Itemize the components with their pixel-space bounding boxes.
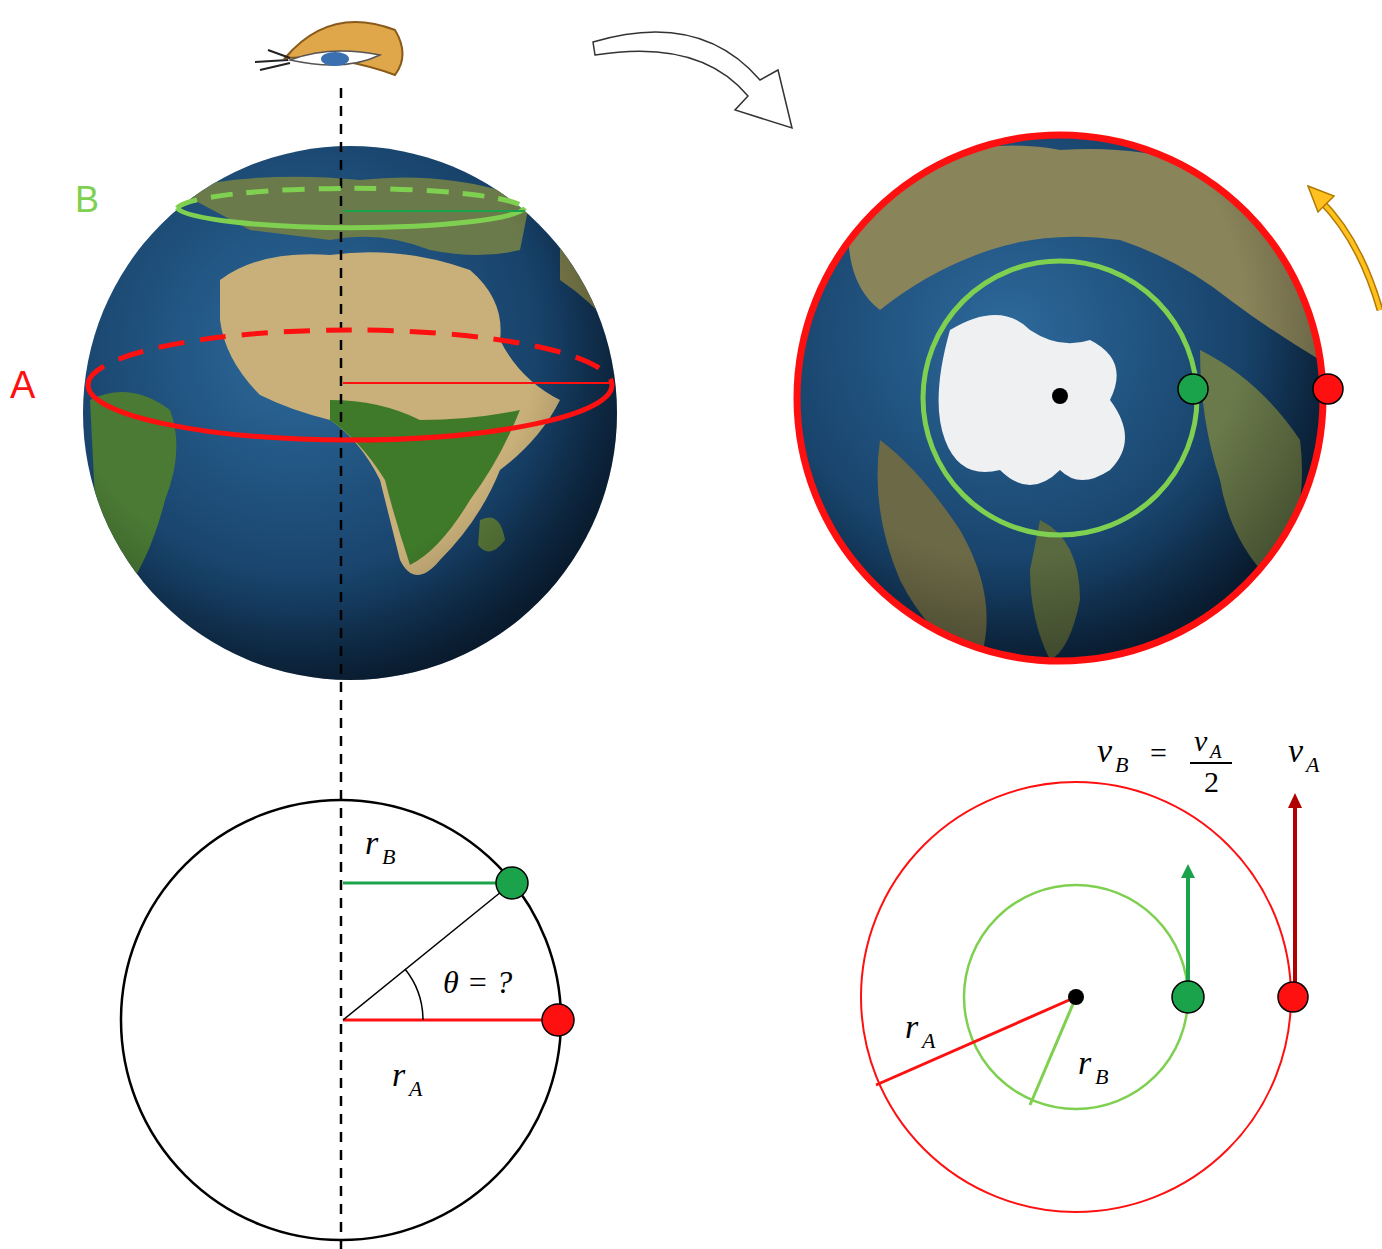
radius-symbol: r [365,826,378,860]
velocity-symbol: v [1288,734,1303,768]
radius-symbol: r [392,1058,405,1092]
subscript: A [1306,754,1319,776]
earth-top-view [797,135,1343,661]
subscript: B [1095,1066,1108,1088]
top-view-schematic [861,763,1308,1212]
subscript: A [1210,742,1222,761]
latitude-label: B [75,182,99,218]
rotation-axis [340,88,343,1249]
velocity-symbol: v [1194,726,1207,756]
angle-label: θ = ? [443,966,512,998]
eye-icon [255,22,403,75]
fraction-denominator: 2 [1204,767,1219,797]
radius-symbol: r [1078,1046,1091,1080]
subscript: B [1115,754,1128,776]
latitude-a [88,330,612,440]
equals-sign: = [1150,738,1167,768]
transition-arrow [593,32,792,128]
subscript: B [382,846,395,868]
radius-symbol: r [905,1010,918,1044]
subscript: A [409,1078,422,1100]
latitude-b [177,188,525,227]
rotation-arrow [1308,186,1380,310]
earth-side-view [83,146,620,680]
latitude-label: A [10,366,35,404]
cross-section [121,800,574,1240]
velocity-symbol: v [1097,734,1112,768]
subscript: A [922,1030,935,1052]
